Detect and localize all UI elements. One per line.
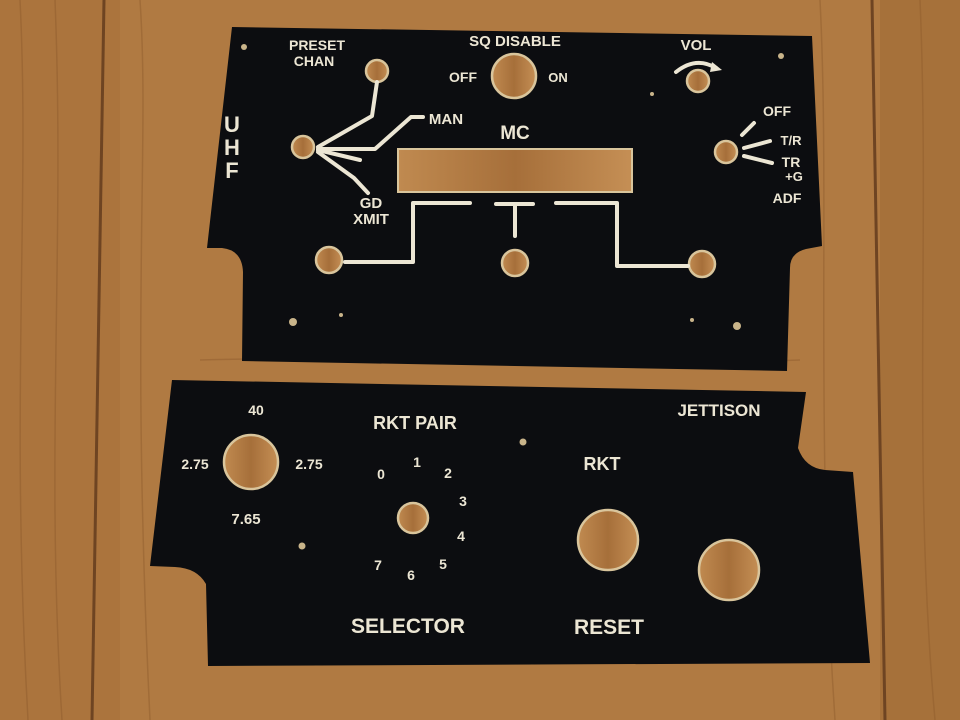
- selector-position-1: 1: [413, 454, 421, 470]
- center-knob-hole[interactable]: [500, 248, 530, 278]
- uhf-side-label-f: F: [225, 158, 238, 183]
- selector-position-0: 0: [377, 466, 385, 482]
- screw-hole: [289, 318, 297, 326]
- screw-hole: [241, 44, 247, 50]
- rocket-panel: RKT PAIR JETTISON 40 2.75 2.75 7.65 RKT …: [150, 380, 870, 666]
- reset-label: RESET: [574, 616, 644, 639]
- uhf-panel: U H F PRESET CHAN SQ DISABLE OFF ON VOL …: [207, 27, 822, 371]
- preset-label: PRESET: [289, 37, 345, 53]
- uhf-side-label-h: H: [224, 135, 240, 160]
- selector-position-7: 7: [374, 557, 382, 573]
- uhf-panel-plate: [207, 27, 822, 371]
- selector-position-5: 5: [439, 556, 447, 572]
- rocket-panel-plate: [150, 380, 870, 666]
- adf-trg-label-line2: +G: [785, 169, 803, 184]
- rocket-size-switch-hole[interactable]: [222, 433, 280, 491]
- mc-bracket-line: [343, 201, 690, 268]
- selector-position-4: 4: [457, 528, 465, 544]
- uhf-side-label-u: U: [224, 112, 240, 137]
- jettison-label: JETTISON: [677, 401, 760, 420]
- rkt-label: RKT: [584, 454, 621, 474]
- uhf-mode-knob-hole[interactable]: [290, 134, 316, 160]
- adf-mode-knob-hole[interactable]: [713, 139, 739, 165]
- screw-hole: [733, 322, 741, 330]
- size-275-left-label: 2.75: [181, 456, 208, 472]
- sq-off-label: OFF: [449, 69, 477, 85]
- adf-tr-label: T/R: [781, 133, 803, 148]
- chan-label: CHAN: [294, 53, 334, 69]
- screw-hole: [650, 92, 654, 96]
- plank-seam: [870, 0, 887, 720]
- jettison-button-hole[interactable]: [697, 538, 761, 602]
- vol-label: VOL: [681, 37, 712, 54]
- size-40-label: 40: [248, 402, 264, 418]
- lower-right-knob-hole[interactable]: [687, 249, 717, 279]
- vol-knob-hole[interactable]: [685, 68, 711, 94]
- screw-hole: [519, 438, 527, 446]
- screw-hole: [339, 313, 343, 317]
- adf-label: ADF: [773, 190, 802, 206]
- rkt-pair-selector-hole[interactable]: [396, 501, 430, 535]
- gd-label: GD: [360, 195, 383, 212]
- adf-position-lines: [740, 121, 774, 165]
- screw-hole: [298, 542, 306, 550]
- plank-seam: [90, 0, 106, 720]
- sq-on-label: ON: [548, 70, 568, 85]
- rkt-pair-label: RKT PAIR: [373, 413, 457, 433]
- sq-disable-label: SQ DISABLE: [469, 33, 561, 50]
- adf-trg-label-line1: TR: [782, 154, 801, 170]
- selector-position-3: 3: [459, 493, 467, 509]
- rkt-reset-button-hole[interactable]: [576, 508, 640, 572]
- vol-arrow-icon: [710, 62, 722, 72]
- size-275-right-label: 2.75: [295, 456, 322, 472]
- mc-display-window: [397, 148, 633, 193]
- lower-left-knob-hole[interactable]: [314, 245, 344, 275]
- selector-label: SELECTOR: [351, 615, 465, 638]
- screw-hole: [778, 53, 784, 59]
- man-label: MAN: [429, 111, 463, 128]
- size-765-label: 7.65: [231, 511, 260, 528]
- preset-chan-knob-hole[interactable]: [364, 58, 390, 84]
- adf-off-label: OFF: [763, 103, 791, 119]
- selector-position-6: 6: [407, 567, 415, 583]
- selector-position-2: 2: [444, 465, 452, 481]
- xmit-label: XMIT: [353, 211, 389, 228]
- screw-hole: [690, 318, 694, 322]
- sq-disable-switch-hole[interactable]: [490, 52, 538, 100]
- mc-label: MC: [500, 123, 530, 144]
- uhf-selector-lines: [316, 80, 425, 195]
